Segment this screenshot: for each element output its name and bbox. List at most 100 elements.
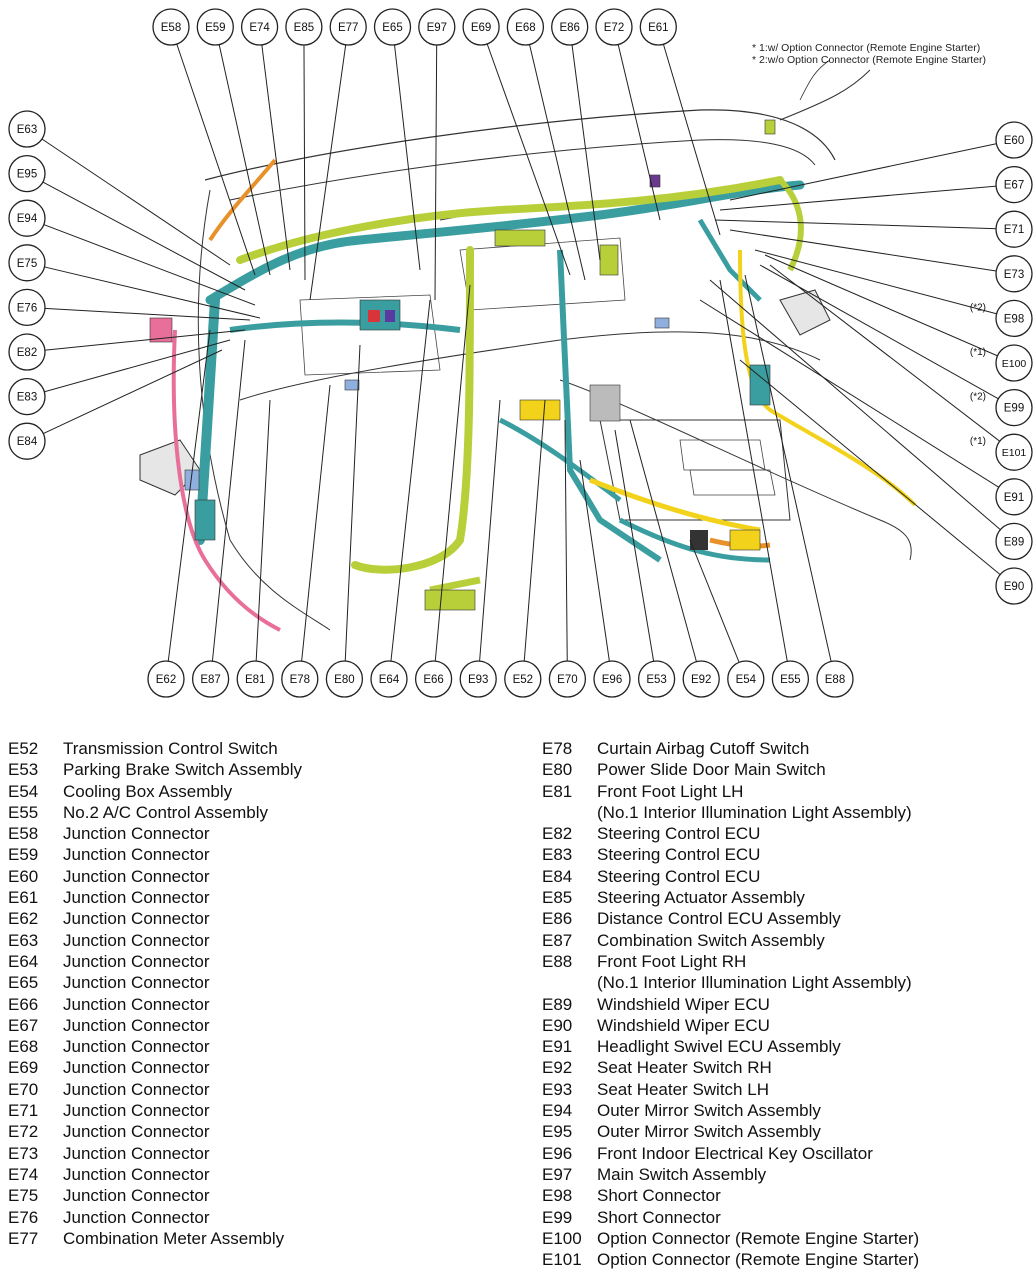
callout-label: E93 — [468, 674, 488, 686]
leader-line — [434, 26, 438, 301]
callout-circle — [816, 660, 854, 698]
callout-label: E64 — [379, 674, 400, 686]
callout-label: E62 — [156, 674, 176, 686]
leader-line — [26, 217, 256, 306]
legend-description: Windshield Wiper ECU — [597, 994, 770, 1014]
legend-code: E54 — [8, 781, 39, 801]
callout-e66: E66 — [414, 660, 453, 698]
callout-label: E59 — [205, 22, 225, 34]
legend-row: (No.1 Interior Illumination Light Assemb… — [542, 972, 1032, 993]
callout-circle — [285, 8, 323, 46]
callout-circle — [373, 8, 412, 46]
callout-e54: E54 — [727, 660, 765, 698]
leader-line — [392, 26, 421, 271]
callout-label: E60 — [1004, 135, 1024, 147]
legend-description: Junction Connector — [63, 1037, 210, 1057]
legend-code: E67 — [8, 1015, 39, 1035]
callout-e77: E77 — [329, 8, 367, 46]
legend-description: Junction Connector — [63, 1058, 210, 1078]
leader-line — [303, 26, 306, 281]
legend-description: Parking Brake Switch Assembly — [63, 760, 303, 780]
leader-line — [714, 219, 1015, 230]
leader-line — [26, 128, 231, 266]
leader-line — [569, 26, 601, 261]
legend-code: E52 — [8, 739, 39, 758]
callout-circle — [8, 422, 46, 460]
callout-e75: E75 — [8, 244, 46, 282]
leader-line — [729, 139, 1015, 201]
callout-label: E74 — [249, 22, 270, 34]
leader-line — [744, 274, 836, 680]
callout-circle — [414, 660, 453, 698]
leader-line — [26, 306, 251, 321]
legend-description: Junction Connector — [63, 909, 210, 929]
legend-code: E78 — [542, 739, 573, 758]
legend-code: E75 — [8, 1186, 39, 1206]
legend-code: E80 — [542, 760, 573, 780]
legend-description: Steering Actuator Assembly — [597, 888, 805, 908]
callout-e71: E71 — [995, 210, 1033, 248]
callout-e85: E85 — [285, 8, 323, 46]
callout-circle — [462, 8, 500, 46]
callout-circle — [459, 660, 497, 698]
callout-label: E61 — [648, 22, 668, 34]
callout-label: E76 — [17, 302, 37, 314]
callout-circle — [8, 288, 46, 327]
callout-circle — [506, 8, 545, 46]
legend-code: E71 — [8, 1101, 39, 1121]
callout-circle — [152, 8, 190, 46]
callout-circle — [147, 660, 185, 698]
legend-description: Junction Connector — [63, 824, 210, 844]
legend-code: E84 — [542, 866, 573, 886]
legend-code: E101 — [542, 1250, 582, 1270]
callout-circle — [196, 8, 234, 46]
callout-circle — [995, 121, 1033, 159]
leader-line — [480, 26, 571, 276]
callout-e63: E63 — [8, 110, 46, 148]
callout-label: E65 — [382, 22, 402, 34]
callout-label: E52 — [513, 674, 533, 686]
callout-circle — [639, 8, 677, 46]
callout-e68: E68 — [506, 8, 545, 46]
leader-line — [210, 339, 246, 680]
callout-e65: E65 — [373, 8, 412, 46]
legend-code: E92 — [542, 1058, 573, 1078]
option-notes: * 1:w/ Option Connector (Remote Engine S… — [752, 42, 986, 66]
legend-description: Combination Meter Assembly — [63, 1228, 285, 1248]
legend-code: E90 — [542, 1015, 573, 1035]
legend-description: Short Connector — [597, 1207, 721, 1227]
callout-e70: E70 — [548, 660, 587, 698]
leader-line — [388, 299, 431, 680]
callout-circle — [8, 154, 46, 193]
callout-e61: E61 — [639, 8, 677, 46]
legend-description: Junction Connector — [63, 866, 210, 886]
legend-code: E66 — [8, 994, 39, 1014]
callout-e58: E58 — [152, 8, 190, 46]
callout-circle — [995, 433, 1033, 471]
callout-circle — [682, 660, 720, 698]
callout-e90: E90 — [995, 567, 1033, 605]
callout-label: E72 — [604, 22, 624, 34]
callout-e72: E72 — [595, 8, 633, 46]
leader-line — [564, 419, 568, 680]
callout-e55: E55 — [771, 660, 810, 698]
callout-e96: E96 — [593, 660, 631, 698]
callout-e80: E80 — [325, 660, 364, 698]
legend-description: Option Connector (Remote Engine Starter) — [597, 1250, 920, 1270]
callout-e53: E53 — [637, 660, 676, 698]
callout-label: E82 — [17, 347, 37, 359]
